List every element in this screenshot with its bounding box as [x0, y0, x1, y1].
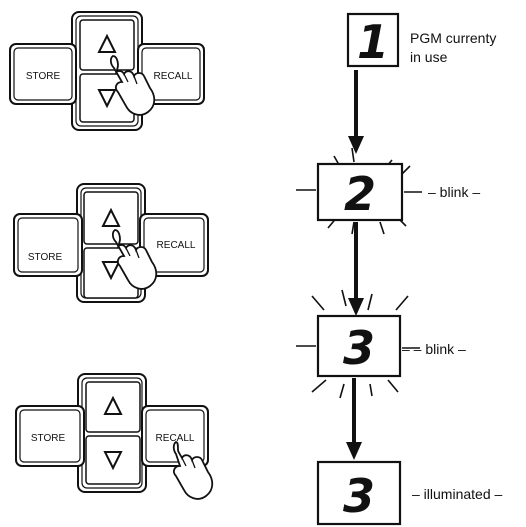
display-caption: – illuminated –: [412, 486, 502, 502]
display-digit: 1: [357, 15, 389, 69]
up-triangle-icon: [97, 33, 117, 53]
program-display-3: 3: [316, 314, 402, 378]
display-caption-line2: in use: [410, 49, 448, 65]
program-display-4: 3: [316, 460, 402, 526]
up-button[interactable]: [79, 19, 135, 71]
store-button[interactable]: STORE: [9, 43, 77, 105]
store-button-label: STORE: [26, 71, 61, 82]
display-digit: 3: [343, 469, 375, 523]
pointing-hand-icon: [111, 229, 158, 290]
recall-button-label: RECALL: [156, 433, 195, 444]
recall-button-label: RECALL: [157, 240, 196, 251]
down-triangle-icon: [101, 261, 121, 281]
pointing-hand-icon: [172, 441, 214, 500]
down-triangle-icon: [103, 451, 123, 471]
button-panel-2: STORE RECALL: [13, 183, 209, 303]
down-arrow-icon: [348, 222, 364, 316]
pointing-hand-icon: [109, 55, 156, 116]
display-caption: – blink –: [428, 184, 480, 200]
down-arrow-icon: [346, 378, 362, 460]
up-button[interactable]: [83, 191, 139, 245]
blink-rays-icon: [296, 289, 420, 399]
up-triangle-icon: [101, 207, 121, 227]
store-button-label: STORE: [31, 433, 66, 444]
recall-button[interactable]: RECALL: [141, 405, 209, 467]
up-button[interactable]: [85, 381, 141, 433]
program-display-2: 2: [316, 162, 404, 222]
display-caption: – – blink –: [402, 341, 466, 357]
recall-button[interactable]: RECALL: [139, 213, 209, 277]
store-button[interactable]: STORE: [13, 213, 83, 277]
up-triangle-icon: [103, 395, 123, 415]
button-panel-3: STORE RECALL: [15, 373, 214, 500]
recall-button-label: RECALL: [154, 71, 193, 82]
store-button-label: STORE: [28, 252, 63, 263]
program-display-1: 1: [346, 12, 400, 69]
display-digit: 2: [344, 167, 376, 221]
down-triangle-icon: [97, 89, 117, 109]
down-button[interactable]: [85, 435, 141, 485]
button-panel-1: STORE RECALL: [9, 11, 205, 131]
down-arrow-icon: [348, 70, 364, 154]
recall-button[interactable]: RECALL: [137, 43, 205, 105]
store-button[interactable]: STORE: [15, 405, 85, 467]
display-digit: 3: [343, 321, 375, 375]
display-caption-line1: PGM currenty: [410, 30, 496, 46]
